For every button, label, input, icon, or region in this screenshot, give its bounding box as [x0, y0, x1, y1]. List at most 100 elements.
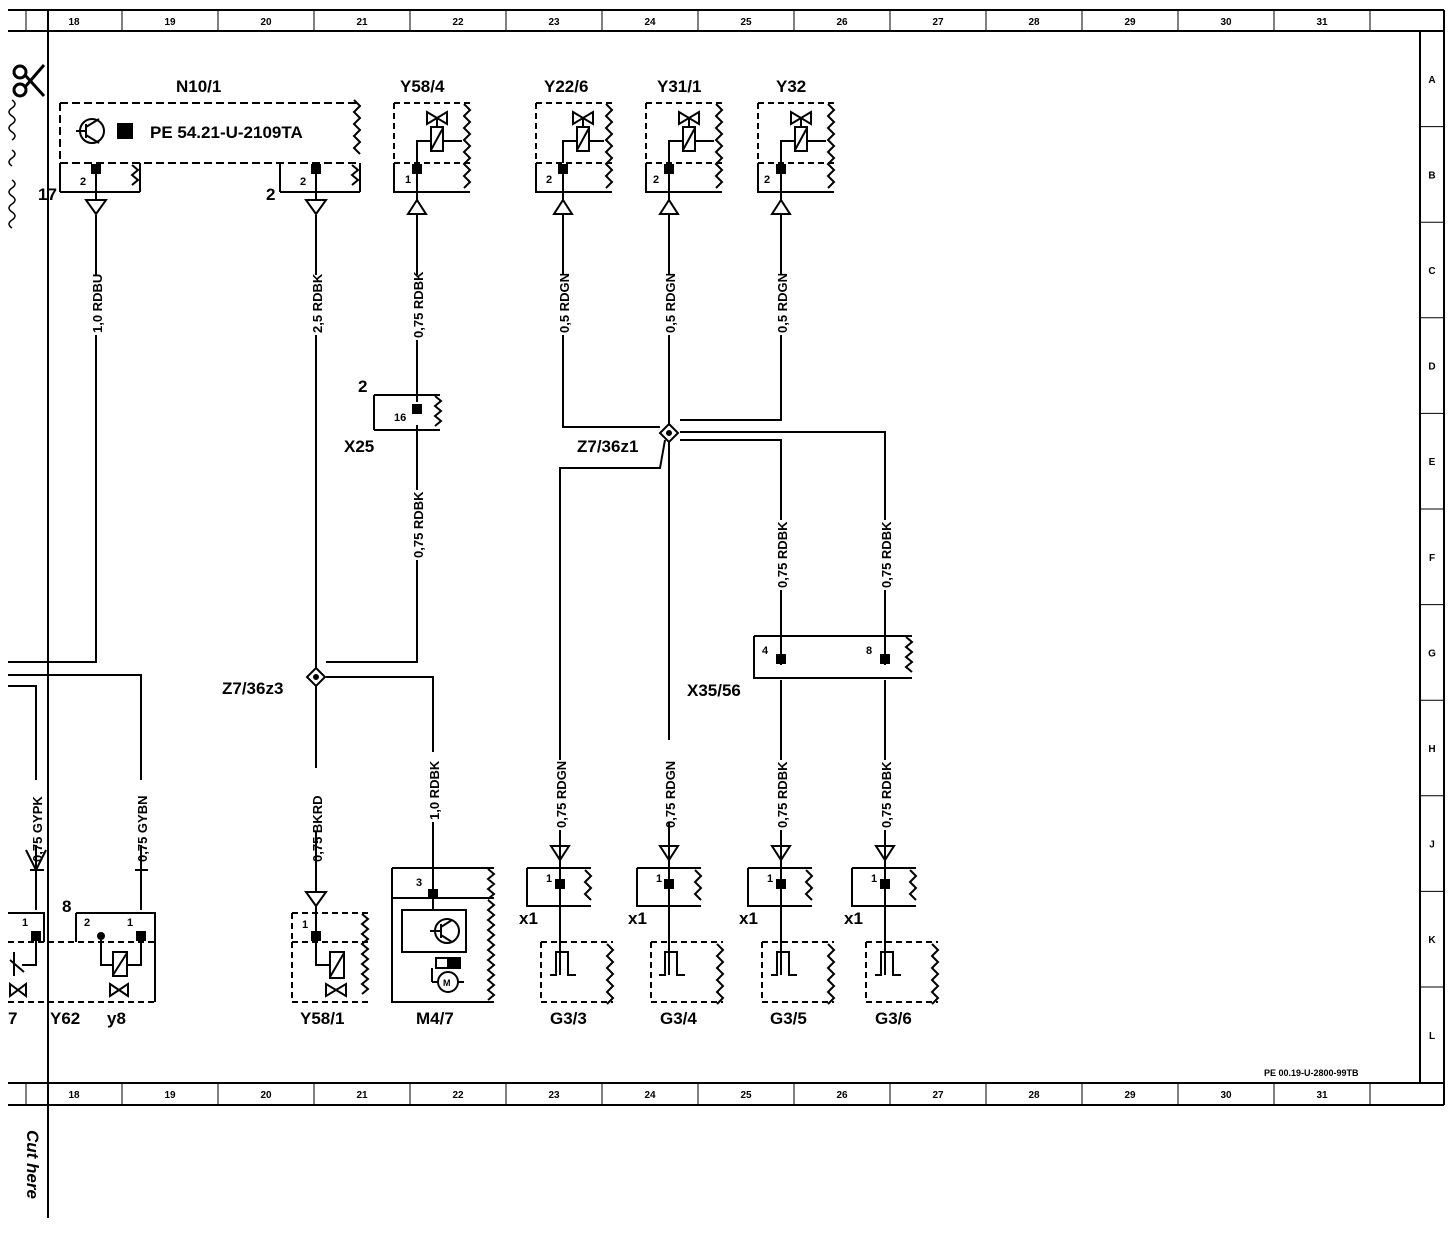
- wire-label: 0,75 RDBK: [411, 491, 426, 558]
- column-label: 30: [1220, 1090, 1232, 1101]
- column-label: 20: [260, 17, 272, 28]
- y58-4-valve: [393, 102, 472, 215]
- wire-label: 0,75 BKRD: [310, 796, 325, 862]
- wire-labels: 1,0 RDBU 2,5 RDBK 0,75 RDBK 0,75 RDBK 0,…: [30, 271, 894, 862]
- row-label: J: [1429, 840, 1435, 851]
- y22-6-label: Y22/6: [544, 77, 588, 96]
- x35-56-pin-a: 4: [762, 645, 769, 657]
- n10-1-pin-a-ext: 17: [38, 185, 57, 204]
- n10-1-pin-a: 2: [80, 176, 86, 188]
- y58-1-pin: 1: [302, 919, 308, 931]
- column-label: 19: [164, 1090, 176, 1101]
- g3-6-x1: x1: [844, 909, 863, 928]
- column-label: 25: [740, 17, 752, 28]
- y58-1-label: Y58/1: [300, 1009, 344, 1028]
- column-label: 21: [356, 1090, 368, 1101]
- g3-5-label: G3/5: [770, 1009, 807, 1028]
- column-label: 22: [452, 1090, 464, 1101]
- g3-6-sensor: [851, 845, 940, 1005]
- row-label: H: [1428, 744, 1435, 755]
- wire-label: 0,75 RDBK: [411, 271, 426, 338]
- y62-component: [8, 849, 156, 1003]
- wire-label: 0,75 RDBK: [775, 521, 790, 588]
- column-label: 23: [548, 1090, 560, 1101]
- row-label: E: [1429, 457, 1436, 468]
- g3-sensors: [526, 845, 940, 1005]
- wire-label: 0,75 GYPK: [30, 796, 45, 862]
- g3-6-pin: 1: [871, 873, 877, 885]
- column-label: 27: [932, 1090, 944, 1101]
- g3-4-x1: x1: [628, 909, 647, 928]
- column-label: 23: [548, 17, 560, 28]
- column-label: 24: [644, 17, 656, 28]
- wire-label: 0,75 RDGN: [663, 761, 678, 828]
- wire-label: 1,0 RDBK: [427, 760, 442, 820]
- column-label: 27: [932, 17, 944, 28]
- x25-connector: [373, 394, 443, 431]
- y22-6-valve: [535, 102, 614, 215]
- column-label: 22: [452, 17, 464, 28]
- row-label: F: [1429, 553, 1435, 564]
- y32-pin: 2: [764, 174, 770, 186]
- y58-4-pin: 1: [405, 174, 411, 186]
- y31-1-valve: [645, 102, 724, 215]
- y31-1-pin: 2: [653, 174, 659, 186]
- column-label: 31: [1316, 17, 1328, 28]
- cut-here-label: Cut here: [23, 1130, 42, 1199]
- y62-pin-a: 1: [22, 917, 28, 929]
- x25-label: X25: [344, 437, 374, 456]
- column-label: 19: [164, 17, 176, 28]
- row-label: K: [1428, 935, 1436, 946]
- left-partial-label: 7: [8, 1009, 17, 1028]
- document-reference: PE 00.19-U-2800-99TB: [1264, 1068, 1359, 1078]
- cut-line-wavy: [8, 99, 16, 229]
- z7-36z1-splice: [658, 422, 680, 444]
- m4-7-label: M4/7: [416, 1009, 454, 1028]
- m4-7-motor-symbol: M: [443, 978, 451, 988]
- g3-5-sensor: [747, 845, 836, 1005]
- scissors-icon: [12, 64, 46, 98]
- z7-36z3-splice: [305, 666, 327, 688]
- column-label: 18: [68, 1090, 80, 1101]
- column-label: 26: [836, 17, 848, 28]
- wire-label: 1,0 RDBU: [90, 274, 105, 333]
- row-label: L: [1429, 1031, 1435, 1042]
- z7-36z1-label: Z7/36z1: [577, 437, 638, 456]
- n10-1-reference: PE 54.21-U-2109TA: [150, 123, 303, 142]
- wire-label: 0,75 GYBN: [135, 796, 150, 862]
- column-label: 20: [260, 1090, 272, 1101]
- column-label: 25: [740, 1090, 752, 1101]
- column-labels: 1818191920202121222223232424252526262727…: [68, 17, 1328, 1101]
- wire-label: 0,5 RDGN: [663, 273, 678, 333]
- y62-pin-c: 1: [127, 917, 133, 929]
- column-label: 18: [68, 17, 80, 28]
- y8-label: y8: [107, 1009, 126, 1028]
- y62-label: Y62: [50, 1009, 80, 1028]
- y62-pin-b: 2: [84, 917, 90, 929]
- x35-56-label: X35/56: [687, 681, 741, 700]
- column-label: 30: [1220, 17, 1232, 28]
- y58-4-label: Y58/4: [400, 77, 445, 96]
- y22-6-pin: 2: [546, 174, 552, 186]
- z7-36z3-label: Z7/36z3: [222, 679, 283, 698]
- wire-label: 0,5 RDGN: [557, 273, 572, 333]
- column-label: 21: [356, 17, 368, 28]
- x25-pin: 16: [394, 412, 406, 424]
- wire-label: 0,75 RDBK: [775, 761, 790, 828]
- g3-4-sensor: [636, 845, 725, 1005]
- n10-1-pin-b-ext: 2: [266, 185, 275, 204]
- y31-1-label: Y31/1: [657, 77, 701, 96]
- g3-3-x1: x1: [519, 909, 538, 928]
- g3-3-label: G3/3: [550, 1009, 587, 1028]
- x25-number: 2: [358, 377, 367, 396]
- y32-label: Y32: [776, 77, 806, 96]
- g3-4-pin: 1: [656, 873, 662, 885]
- row-label: A: [1428, 75, 1435, 86]
- g3-6-label: G3/6: [875, 1009, 912, 1028]
- m4-7-component: [391, 867, 496, 1003]
- row-label: B: [1428, 170, 1435, 181]
- n10-1-module: [59, 99, 362, 216]
- y62-ext: 8: [62, 897, 71, 916]
- wire-label: 0,75 RDGN: [554, 761, 569, 828]
